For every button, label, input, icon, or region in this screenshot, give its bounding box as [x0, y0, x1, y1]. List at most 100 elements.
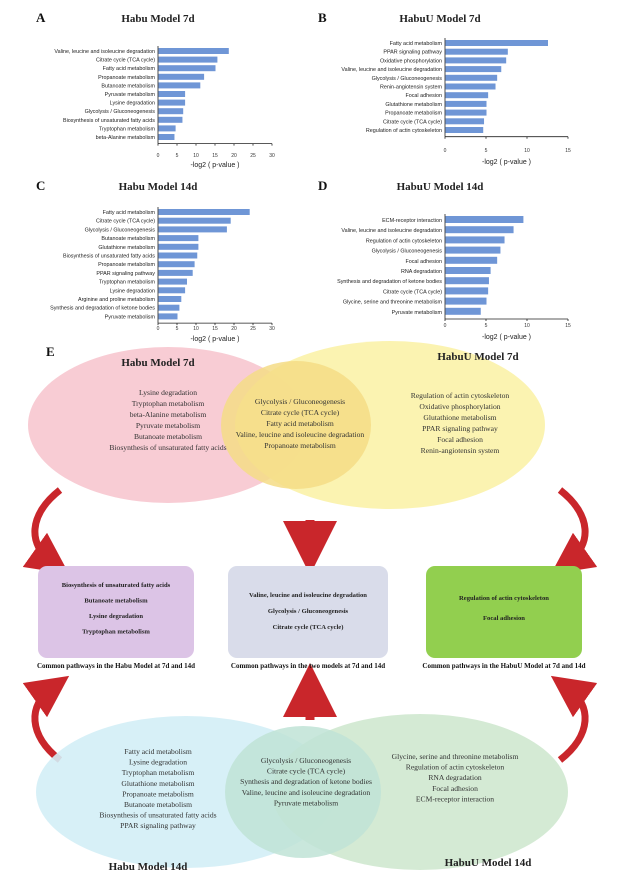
bar [158, 243, 199, 250]
caption-habu-common: Common pathways in the Habu Model at 7d … [37, 662, 195, 670]
chart-title: HabuU Model 7d [399, 13, 480, 25]
pathway-item: Lysine degradation [89, 613, 143, 620]
bar [158, 304, 180, 311]
bar [445, 109, 487, 116]
x-tick-label: 0 [157, 326, 160, 332]
caption-habuu-common: Common pathways in the HabuU Model at 7d… [422, 662, 585, 670]
bar-label: Synthesis and degradation of ketone bodi… [50, 306, 155, 312]
arrow-bottom-right [550, 675, 598, 763]
chart-title: Habu Model 14d [119, 181, 198, 193]
x-tick-label: 0 [444, 148, 447, 154]
list-top-right: Regulation of actin cytoskeletonOxidativ… [411, 391, 510, 455]
pathway-item: Focal adhesion [432, 784, 478, 793]
bar-label: Butanoate metabolism [101, 83, 155, 89]
x-tick-label: 15 [212, 153, 218, 159]
venn-bottom-overlap [225, 726, 381, 858]
x-tick-label: 15 [565, 148, 571, 154]
x-tick-label: 20 [231, 326, 237, 332]
bar [158, 82, 201, 89]
bar-label: Oxidative phosphorylation [380, 58, 442, 64]
box-both-common [228, 566, 388, 658]
bar [445, 127, 484, 133]
arrow-top-right [550, 487, 598, 575]
bar [445, 74, 498, 81]
arrow-bottom-left [22, 675, 70, 763]
bar [445, 216, 524, 223]
bar-label: Fatty acid metabolism [103, 210, 156, 216]
bar-label: Propanoate metabolism [98, 75, 155, 81]
pathway-item: Glycolysis / Gluconeogenesis [261, 756, 351, 765]
pathway-item: Valine, leucine and isoleucine degradati… [236, 430, 365, 439]
x-tick-label: 5 [485, 323, 488, 329]
bar [158, 48, 229, 54]
pathway-item: Pyruvate metabolism [136, 421, 200, 430]
x-tick-label: 10 [193, 153, 199, 159]
bar [445, 287, 489, 295]
bar-label: Glutathione metabolism [98, 245, 155, 251]
pathway-item: RNA degradation [428, 773, 482, 782]
bar-label: Pyruvate metabolism [392, 310, 443, 316]
bar-label: Glutathione metabolism [385, 102, 442, 108]
box-habuu-common [426, 566, 582, 658]
bar-label: Fatty acid metabolism [103, 66, 156, 72]
chart-title: HabuU Model 14d [397, 181, 484, 193]
venn-title-habuu-14d: HabuU Model 14d [445, 857, 532, 869]
pathway-item: Focal adhesion [483, 615, 525, 622]
bar [445, 307, 481, 315]
pathway-item: Citrate cycle (TCA cycle) [273, 624, 344, 631]
pathway-item: Propanoate metabolism [264, 441, 336, 450]
bar-label: Propanoate metabolism [98, 262, 155, 268]
bar-label: Fatty acid metabolism [390, 41, 443, 47]
pathway-item: beta-Alanine metabolism [130, 410, 207, 419]
pathway-item: Biosynthesis of unsaturated fatty acids [109, 443, 226, 452]
bar [158, 287, 186, 294]
bar-label: RNA degradation [401, 269, 442, 275]
bar-label: Focal adhesion [405, 259, 442, 265]
pathway-item: Glycine, serine and threonine metabolism [392, 752, 519, 761]
x-tick-label: 25 [250, 153, 256, 159]
panel-letter-c: C [36, 178, 45, 193]
pathway-item: Tryptophan metabolism [132, 399, 205, 408]
pathway-item: ECM-receptor interaction [416, 794, 494, 803]
bar [445, 66, 502, 73]
pathway-item: Butanoate metabolism [134, 432, 202, 441]
bar-label: Renin-angiotensin system [380, 85, 443, 91]
bar-label: Regulation of actin cytoskeleton [366, 128, 442, 134]
pathway-item: Propanoate metabolism [122, 789, 194, 798]
bar-label: Valine, leucine and isoleucine degradati… [54, 49, 155, 55]
bar [445, 267, 491, 274]
bar [445, 40, 548, 46]
x-tick-label: 15 [212, 326, 218, 332]
bar-label: Focal adhesion [405, 93, 442, 99]
bar-label: Valine, leucine and isoleucine degradati… [341, 67, 442, 73]
x-axis-label: -log2 ( p-value ) [190, 162, 239, 169]
pathway-item: Butanoate metabolism [84, 598, 148, 605]
bar [158, 99, 186, 106]
pathway-item: Valine, leucine and isoleucine degradati… [242, 788, 371, 797]
bar-label: Lysine degradation [110, 101, 155, 107]
pathway-item: Regulation of actin cytoskeleton [406, 763, 505, 772]
bar [158, 134, 175, 140]
pathway-item: Butanoate metabolism [124, 800, 192, 809]
bar [445, 246, 501, 254]
pathway-item: Lysine degradation [139, 388, 197, 397]
bar-label: Tryptophan metabolism [99, 280, 156, 286]
pathway-item: Valine, leucine and isoleucine degradati… [249, 592, 367, 599]
x-tick-label: 5 [485, 148, 488, 154]
panel-letter-d: D [318, 178, 327, 193]
caption-both-common: Common pathways in the two models at 7d … [231, 662, 385, 670]
bar [158, 235, 199, 242]
pathway-item: Tryptophan metabolism [122, 768, 195, 777]
bar [158, 269, 193, 276]
pathway-item: Renin-angiotensin system [421, 446, 500, 455]
x-axis-label: -log2 ( p-value ) [482, 159, 531, 166]
bar [158, 125, 176, 132]
bar-label: Glycolysis / Gluconeogenesis [85, 109, 156, 115]
